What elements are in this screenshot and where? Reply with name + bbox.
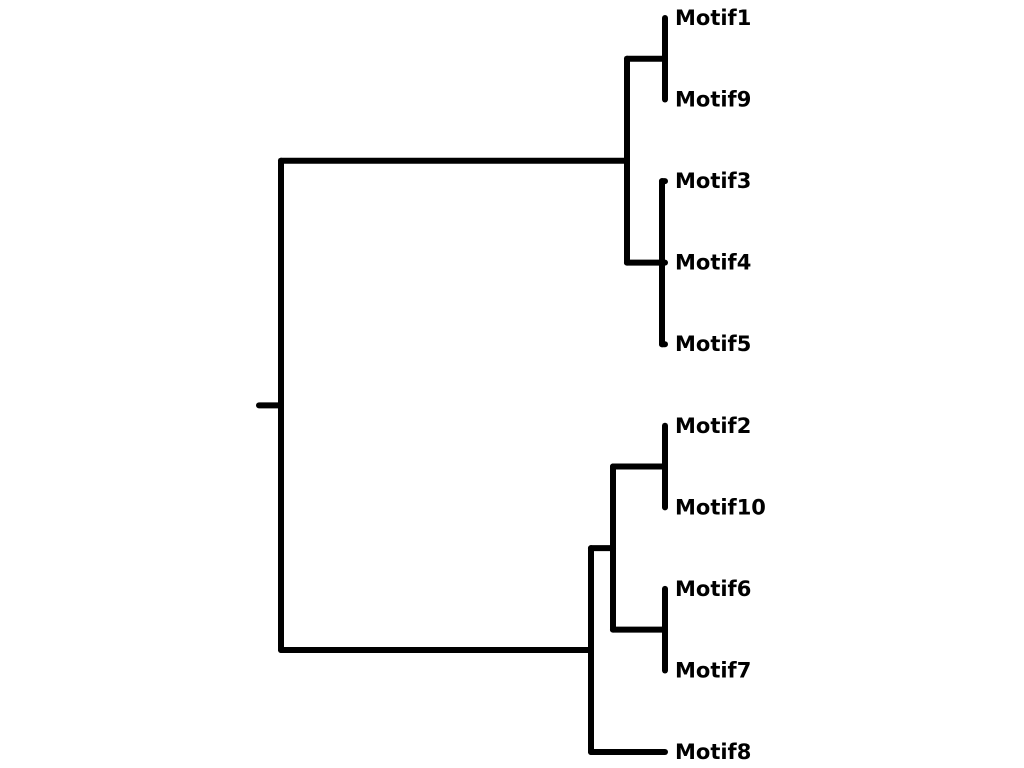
leaf-label-motif2: Motif2 — [675, 414, 751, 438]
leaf-label-motif6: Motif6 — [675, 577, 751, 601]
leaf-label-motif10: Motif10 — [675, 495, 766, 519]
leaf-label-motif3: Motif3 — [675, 169, 751, 193]
leaf-label-motif5: Motif5 — [675, 332, 751, 356]
leaf-label-motif8: Motif8 — [675, 740, 751, 764]
leaf-label-motif9: Motif9 — [675, 88, 751, 112]
leaf-label-motif4: Motif4 — [675, 251, 751, 275]
leaf-label-motif7: Motif7 — [675, 658, 751, 682]
leaf-label-motif1: Motif1 — [675, 6, 751, 30]
dendrogram-leaf-labels: Motif1Motif9Motif3Motif4Motif5Motif2Moti… — [675, 6, 766, 764]
dendrogram-branches — [256, 15, 668, 755]
